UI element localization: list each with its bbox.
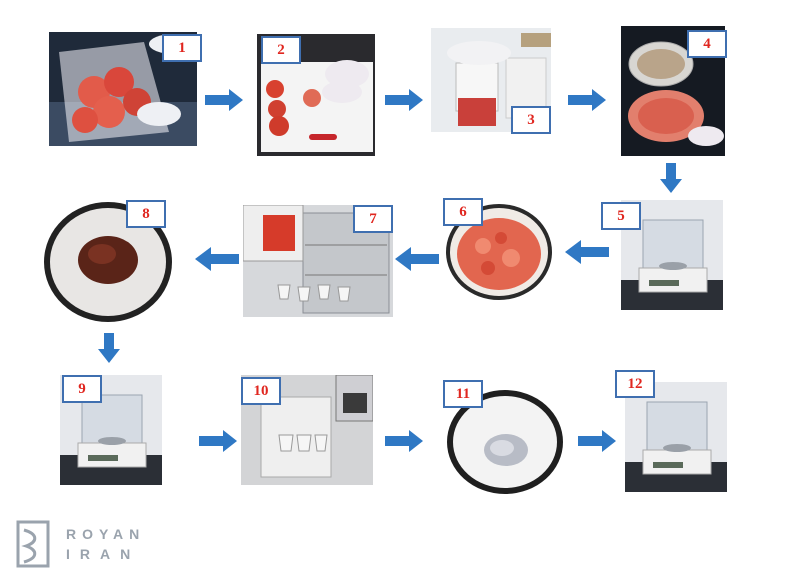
arrow-left-icon [395, 247, 439, 271]
step-11-photo: 11 [440, 378, 566, 498]
arrow-left-icon [195, 247, 239, 271]
arrow-right-icon [578, 430, 616, 452]
dried-residue-image [42, 198, 178, 324]
arrow-left-icon [565, 240, 609, 264]
royan-logo-icon [16, 520, 50, 568]
drying-oven-image [243, 205, 393, 317]
step-8-photo: 8 [42, 198, 178, 324]
arrow-right-icon [568, 89, 606, 111]
step-6-photo: 6 [443, 196, 555, 304]
step-badge: 9 [62, 375, 102, 403]
arrow-right-icon [205, 89, 243, 111]
step-10-photo: 10 [241, 375, 373, 485]
analytical-balance-image [625, 382, 727, 492]
step-badge: 1 [162, 34, 202, 62]
step-badge: 8 [126, 200, 166, 228]
step-2-photo: 2 [257, 34, 375, 156]
logo-text-iran: IRAN [66, 546, 141, 562]
step-badge: 3 [511, 106, 551, 134]
step-badge: 2 [261, 36, 301, 64]
step-7-photo: 7 [243, 205, 393, 317]
arrow-down-icon [98, 333, 120, 363]
homogenizer-image [431, 28, 551, 132]
tomato-bowl-image [443, 196, 555, 304]
step-badge: 5 [601, 202, 641, 230]
logo-text-royan: ROYAN [66, 526, 146, 542]
step-9-photo: 9 [60, 375, 162, 485]
analytical-balance-image [60, 375, 162, 485]
arrow-down-icon [660, 163, 682, 193]
step-badge: 12 [615, 370, 655, 398]
step-badge: 4 [687, 30, 727, 58]
step-badge: 11 [443, 380, 483, 408]
step-4-photo: 4 [621, 26, 727, 156]
step-badge: 6 [443, 198, 483, 226]
royan-iran-logo: ROYAN IRAN [16, 520, 139, 570]
step-12-photo: 12 [615, 370, 727, 492]
step-1-photo: 1 [49, 32, 202, 146]
analytical-balance-image [621, 200, 723, 310]
step-badge: 10 [241, 377, 281, 405]
step-3-photo: 3 [431, 28, 551, 134]
cutting-board-image [257, 34, 375, 156]
step-5-photo: 5 [601, 200, 723, 310]
step-badge: 7 [353, 205, 393, 233]
arrow-right-icon [385, 89, 423, 111]
arrow-right-icon [385, 430, 423, 452]
arrow-right-icon [199, 430, 237, 452]
